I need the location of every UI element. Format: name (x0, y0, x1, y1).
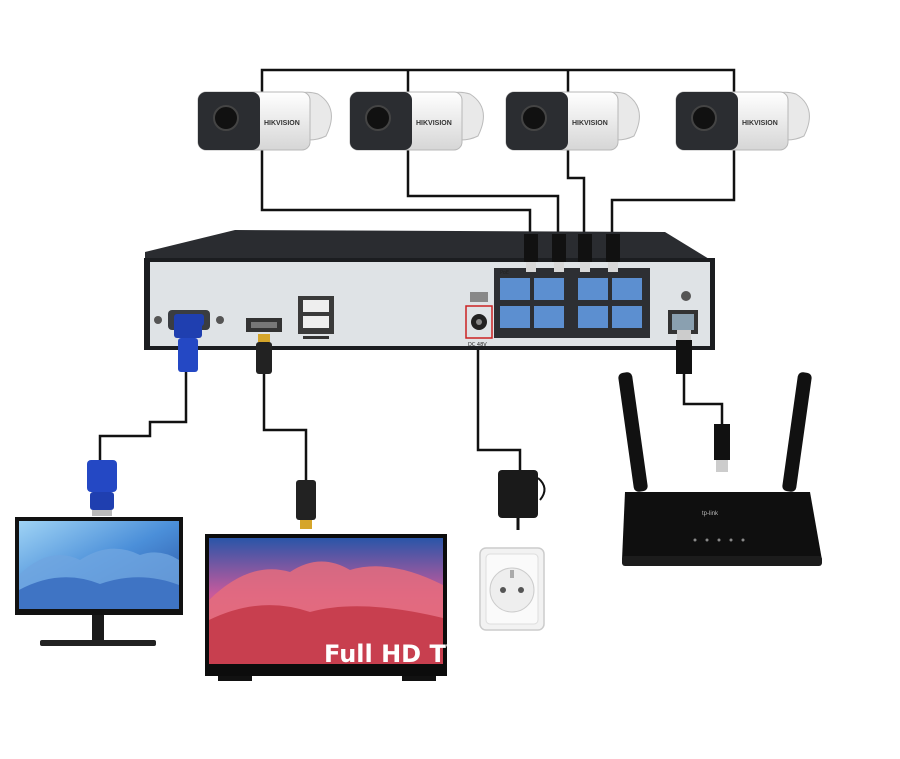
hdmi-plug-tv (296, 480, 316, 529)
dc-power-port: DC 48V (465, 292, 493, 348)
power-adapter (498, 470, 546, 530)
poe-cables (260, 150, 736, 238)
poe-label: PoE (500, 270, 509, 276)
wall-outlet (479, 547, 545, 631)
tv: Full HD TV (205, 480, 465, 681)
camera-bus-cable (260, 68, 736, 95)
camera-brand-label: HIKVISION (572, 120, 608, 127)
camera-1: HIKVISION (197, 91, 332, 151)
poe-switch-ports: PoE (494, 268, 650, 338)
vga-plug (174, 320, 202, 372)
camera-brand-label: HIKVISION (264, 120, 300, 127)
output-cables (98, 340, 724, 482)
hdmi-plug (256, 334, 272, 374)
monitor (15, 460, 183, 646)
lan-plug-router (714, 424, 730, 472)
hdmi-port (246, 318, 282, 332)
camera-brand-label: HIKVISION (742, 120, 778, 127)
camera-4: HIKVISION (675, 91, 810, 151)
vga-plug-monitor (87, 460, 117, 516)
nvr-recorder: DC 48V PoE (144, 230, 715, 350)
dc-power-label: DC 48V (468, 342, 487, 348)
usb-ports (298, 296, 334, 339)
router-logo: tp-link (702, 511, 719, 517)
camera-brand-label: HIKVISION (416, 120, 452, 127)
router: tp-link (618, 372, 822, 566)
poe-plugs (524, 234, 620, 272)
camera-3: HIKVISION (505, 91, 640, 151)
camera-2: HIKVISION (349, 91, 484, 151)
tv-caption: Full HD TV (324, 640, 465, 668)
lan-plug (676, 330, 692, 374)
